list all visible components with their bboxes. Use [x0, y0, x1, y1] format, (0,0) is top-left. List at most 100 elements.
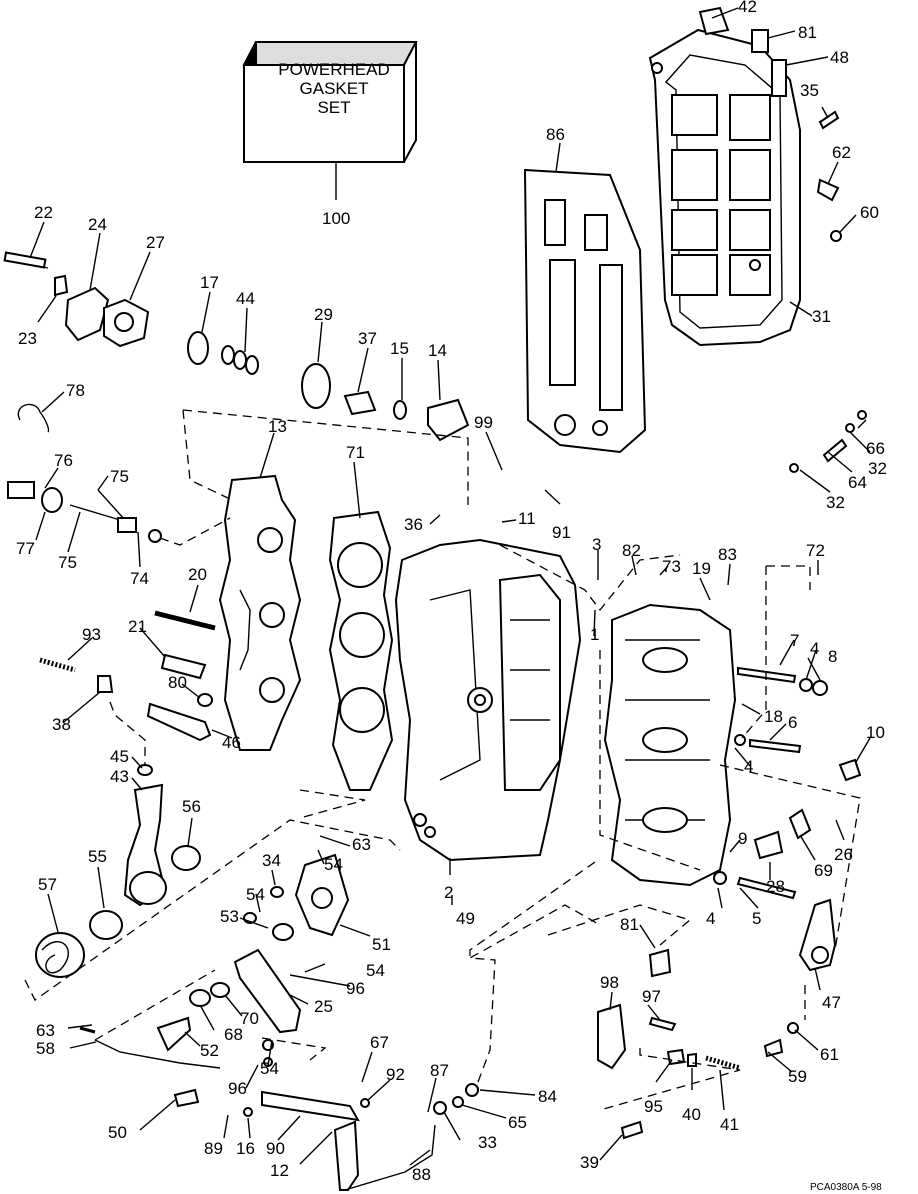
callout-c82: 82	[622, 541, 641, 560]
callout-c83: 83	[718, 545, 737, 564]
callout-c54c: 54	[366, 961, 385, 980]
thermostat-assembly-parts	[3, 251, 470, 442]
callout-c34: 34	[262, 851, 281, 870]
callout-c97: 97	[642, 987, 661, 1006]
callout-c16: 16	[236, 1139, 255, 1158]
callout-c19: 19	[692, 559, 711, 578]
callout-c3: 3	[592, 535, 601, 554]
callout-c86: 86	[546, 125, 565, 144]
callout-c33: 33	[478, 1133, 497, 1152]
callout-c71: 71	[346, 443, 365, 462]
callout-c4c: 4	[706, 909, 715, 928]
callout-c21: 21	[128, 617, 147, 636]
callout-c42: 42	[738, 0, 757, 16]
callout-c75b: 75	[58, 553, 77, 572]
assembly-grouping-lines	[182, 409, 861, 960]
gasket-set-box: POWERHEAD GASKET SET	[242, 41, 418, 200]
callout-c58: 58	[36, 1039, 55, 1058]
callout-c10: 10	[866, 723, 885, 742]
callout-c49: 49	[456, 909, 475, 928]
callout-c73: 73	[662, 557, 681, 576]
callout-c54a: 54	[324, 855, 343, 874]
callout-c89: 89	[204, 1139, 223, 1158]
callout-c70: 70	[240, 1009, 259, 1028]
callout-c28: 28	[766, 877, 785, 896]
callout-c24: 24	[88, 215, 107, 234]
callout-c36: 36	[404, 515, 423, 534]
callout-c60: 60	[860, 203, 879, 222]
callout-c23: 23	[18, 329, 37, 348]
callout-c41: 41	[720, 1115, 739, 1134]
callout-c40: 40	[682, 1105, 701, 1124]
leader-lines	[29, 7, 871, 1166]
callout-c52: 52	[200, 1041, 219, 1060]
callout-c84: 84	[538, 1087, 557, 1106]
callout-c25: 25	[314, 997, 333, 1016]
callout-c12: 12	[270, 1161, 289, 1180]
callout-c18: 18	[764, 707, 783, 726]
callout-c55: 55	[88, 847, 107, 866]
left-bolts-and-senders	[39, 610, 216, 742]
callout-c66: 66	[866, 439, 885, 458]
callout-c45: 45	[110, 747, 129, 766]
callout-c46: 46	[222, 733, 241, 752]
callout-c95: 95	[644, 1097, 663, 1116]
callout-c87: 87	[430, 1061, 449, 1080]
callout-c51: 51	[372, 935, 391, 954]
callout-c5: 5	[752, 909, 761, 928]
callout-c57: 57	[38, 875, 57, 894]
callout-c96b: 96	[228, 1079, 247, 1098]
callout-c72: 72	[806, 541, 825, 560]
callout-c37: 37	[358, 329, 377, 348]
callout-c39: 39	[580, 1153, 599, 1172]
callout-c76: 76	[54, 451, 73, 470]
callout-c67: 67	[370, 1033, 389, 1052]
callout-c35: 35	[800, 81, 819, 100]
callout-c54d: 54	[260, 1059, 279, 1078]
callout-c7: 7	[790, 631, 799, 650]
callout-c17: 17	[200, 273, 219, 292]
callout-c47: 47	[822, 993, 841, 1012]
callout-c31: 31	[812, 307, 831, 326]
crankcase	[603, 603, 737, 887]
callout-c62: 62	[832, 143, 851, 162]
callout-c6: 6	[788, 713, 797, 732]
callout-c91: 91	[552, 523, 571, 542]
temperature-sensor-parts	[7, 481, 231, 546]
gasket-set-line-2: GASKET	[300, 79, 369, 98]
callout-c29: 29	[314, 305, 333, 324]
callout-c98: 98	[600, 973, 619, 992]
cylinder-head	[218, 474, 302, 751]
callout-c44: 44	[236, 289, 255, 308]
cylinder-head-gasket	[328, 510, 394, 791]
figure-id: PCA0380A 5-98	[810, 1182, 882, 1193]
gasket-set-line-1: POWERHEAD	[278, 60, 389, 79]
callout-c63a: 63	[352, 835, 371, 854]
callout-c43: 43	[110, 767, 129, 786]
callout-c68: 68	[224, 1025, 243, 1044]
callout-c4a: 4	[810, 639, 819, 658]
callout-c69: 69	[814, 861, 833, 880]
gasket-set-callout: 100	[322, 209, 350, 228]
cover-gasket	[523, 168, 647, 454]
callout-c20: 20	[188, 565, 207, 584]
callout-c38: 38	[52, 715, 71, 734]
callout-c32b: 32	[826, 493, 845, 512]
callout-c48: 48	[830, 48, 849, 67]
callout-c64: 64	[848, 473, 867, 492]
callout-c61: 61	[820, 1045, 839, 1064]
callout-c1: 1	[590, 625, 599, 644]
callout-c63b: 63	[36, 1021, 55, 1040]
callout-c59: 59	[788, 1067, 807, 1086]
right-side-hardware	[698, 6, 867, 972]
callout-c14: 14	[428, 341, 447, 360]
callout-c11: 11	[518, 509, 536, 528]
callout-c32a: 32	[868, 459, 887, 478]
callout-c99: 99	[474, 413, 493, 432]
callout-c15: 15	[390, 339, 409, 358]
callout-c4b: 4	[744, 757, 753, 776]
callout-c53: 53	[220, 907, 239, 926]
callout-c2: 2	[444, 883, 453, 902]
callout-c26: 26	[834, 845, 853, 864]
